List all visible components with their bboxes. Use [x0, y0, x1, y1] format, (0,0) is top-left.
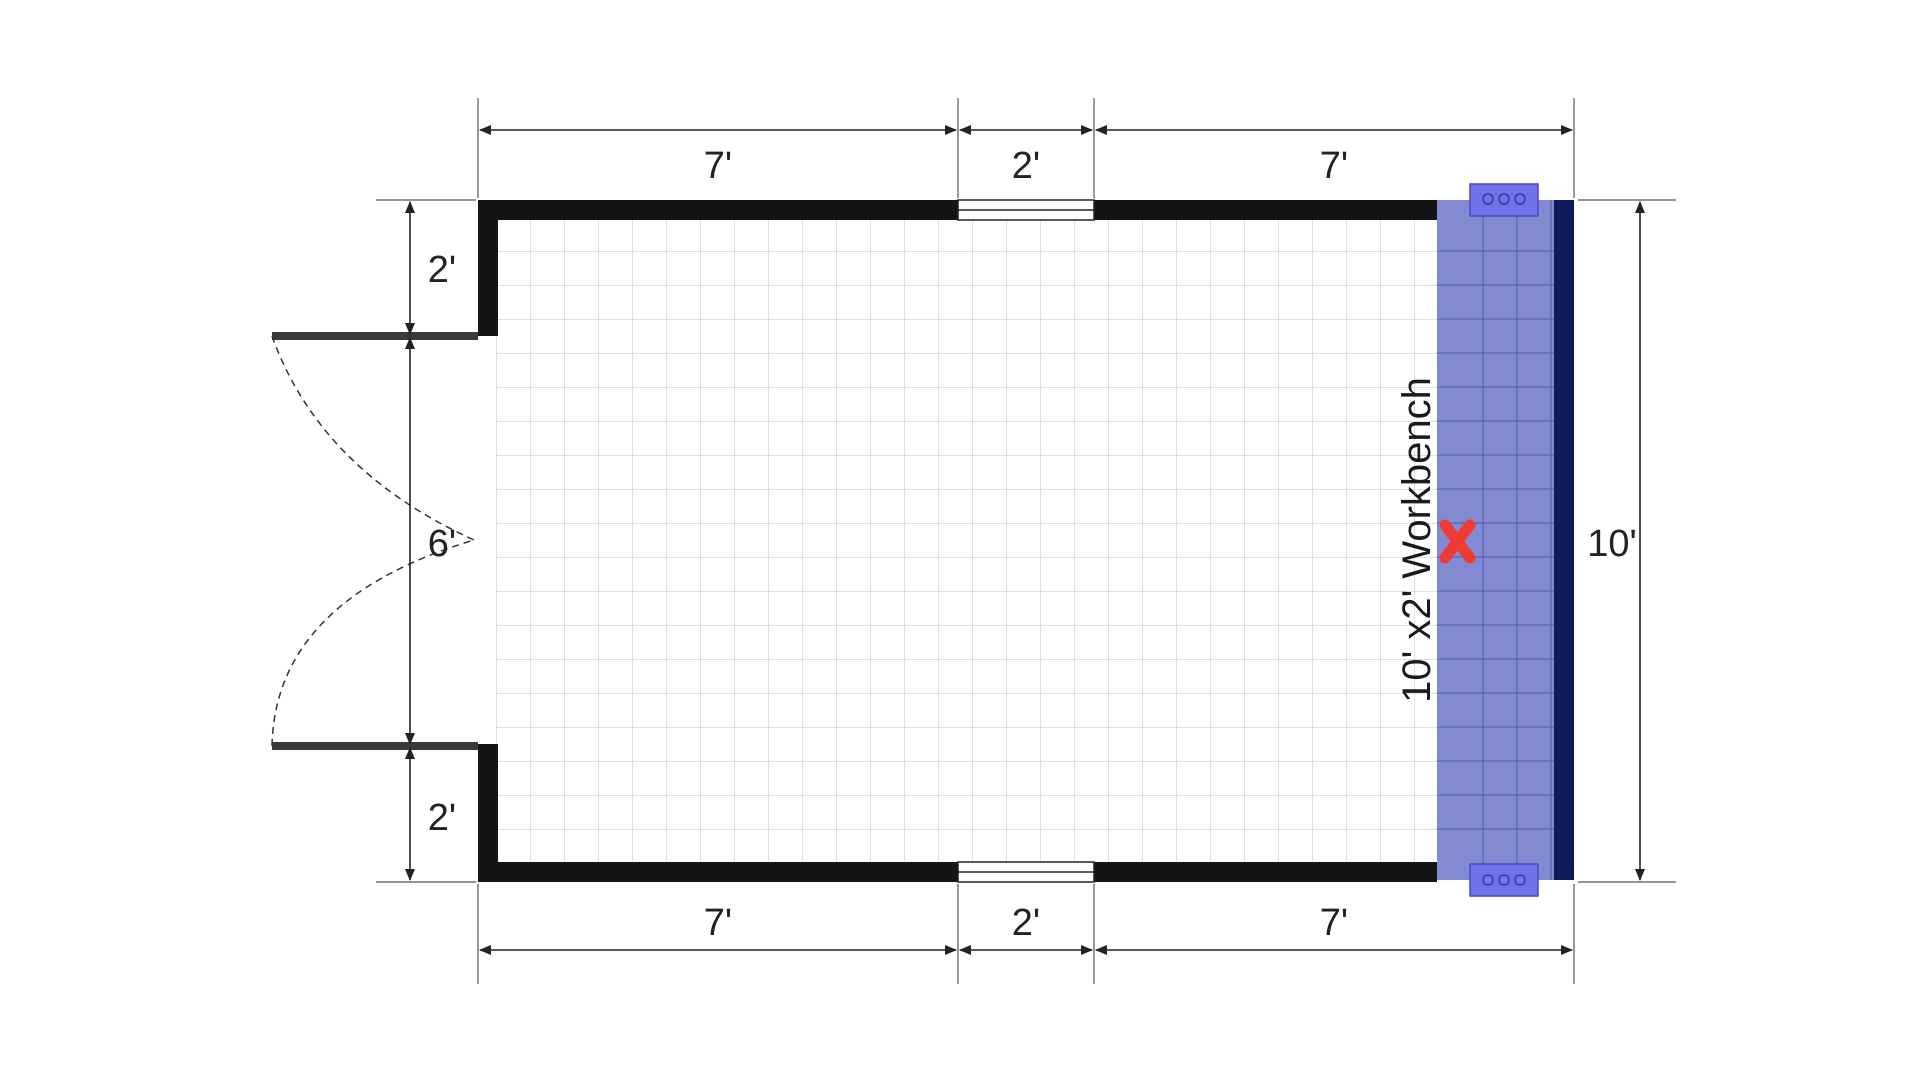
wall-top-left: [478, 200, 958, 220]
dim-top-right: 7': [1320, 145, 1348, 187]
window-bottom: [957, 861, 1095, 883]
wall-bottom-right: [1094, 862, 1437, 882]
door-leaf-bottom: [272, 742, 478, 750]
dim-door-width: 6': [428, 523, 456, 565]
dim-bottom-right: 7': [1320, 902, 1348, 944]
wall-left-lower: [478, 744, 498, 882]
floor-grid: [496, 217, 1562, 862]
dim-left-bottom: 2': [428, 797, 456, 839]
double-door: [271, 332, 478, 750]
workbench-label: 10' x2' Workbench: [1395, 377, 1439, 703]
wall-bottom-left: [478, 862, 958, 882]
window-top: [957, 199, 1095, 221]
walls: [478, 200, 1437, 882]
x-mark-icon: [1439, 519, 1476, 564]
dimension-lines: [405, 125, 1645, 955]
workbench: 10' x2' Workbench: [1395, 183, 1574, 897]
dim-bottom-left: 7': [704, 902, 732, 944]
dim-left-top: 2': [428, 249, 456, 291]
dimension-labels: 7' 2' 7' 7' 2' 7' 2' 6' 2' 10': [428, 145, 1637, 944]
door-swing-bottom: [271, 539, 475, 747]
door-leaf-top: [272, 332, 478, 340]
extension-lines: [376, 98, 1676, 984]
clamp-top: [1469, 183, 1539, 217]
dim-top-window: 2': [1012, 145, 1040, 187]
dim-right-height: 10': [1587, 523, 1637, 565]
workbench-grid-overlay: [1437, 200, 1554, 880]
wall-top-right: [1094, 200, 1437, 220]
wall-left-upper: [478, 200, 498, 336]
dim-bottom-window: 2': [1012, 902, 1040, 944]
door-swing-top: [271, 335, 475, 541]
dim-top-left: 7': [704, 145, 732, 187]
clamp-bottom: [1469, 863, 1539, 897]
workbench-back-edge: [1554, 200, 1574, 880]
